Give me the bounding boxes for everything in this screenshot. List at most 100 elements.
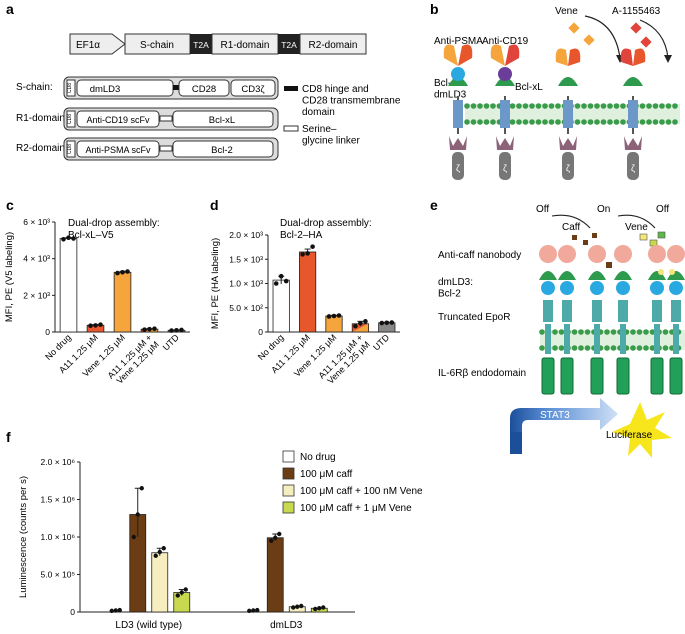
x-tick-label: UTD bbox=[371, 332, 392, 353]
y-tick-label: 1.0 × 10³ bbox=[229, 279, 263, 289]
data-point bbox=[183, 587, 188, 592]
panel-letter-e: e bbox=[430, 197, 438, 213]
s-chain-block-label: S-chain bbox=[140, 40, 174, 51]
data-point bbox=[153, 553, 158, 558]
data-point bbox=[174, 327, 179, 333]
y-tick-label: 1.5 × 10³ bbox=[229, 254, 263, 264]
vene-label-b: Vene bbox=[555, 6, 578, 17]
data-point bbox=[299, 603, 304, 609]
data-point bbox=[125, 269, 130, 274]
y-tick-label: 5.0 × 10² bbox=[229, 303, 263, 313]
data-point bbox=[273, 281, 279, 286]
data-point bbox=[251, 608, 256, 613]
panel-a-construct-diagram: EF1α S-chain T2A R1-domain T2A R2-domain… bbox=[16, 33, 401, 161]
data-point bbox=[139, 486, 144, 491]
data-point bbox=[353, 323, 358, 329]
data-point bbox=[291, 605, 296, 610]
panel-letter-b: b bbox=[430, 1, 439, 17]
r2-block-label: R2-domain bbox=[309, 40, 358, 51]
chart-title: Dual-drop assembly: bbox=[68, 218, 160, 229]
x-tick-label: dmLD3 bbox=[270, 620, 303, 631]
legend-linker-swatch bbox=[283, 125, 299, 132]
r2-block bbox=[299, 33, 367, 55]
data-point bbox=[389, 320, 395, 325]
y-tick-label: 2.0 × 10⁶ bbox=[41, 457, 75, 467]
data-point bbox=[98, 322, 103, 327]
a1155463-label: A-1155463 bbox=[612, 6, 661, 17]
y-tick-label: 4 × 10³ bbox=[23, 254, 50, 264]
luciferase-label: Luciferase bbox=[606, 430, 653, 441]
membrane-e bbox=[540, 330, 685, 350]
legend-label: 100 μM caff + 100 nM Vene bbox=[300, 486, 423, 497]
data-point bbox=[147, 326, 152, 332]
state-on: On bbox=[597, 204, 610, 215]
data-point bbox=[363, 319, 368, 324]
legend-linker-text: Serine–glycine linker bbox=[302, 124, 360, 147]
chart-title: Dual-drop assembly: bbox=[280, 218, 372, 229]
y-tick-label: 2.0 × 10³ bbox=[229, 230, 263, 240]
bar bbox=[352, 323, 369, 332]
data-point bbox=[179, 590, 184, 595]
r2-row-label: R2-domain: bbox=[16, 143, 68, 154]
bclxl-label: Bcl-xL bbox=[515, 82, 543, 93]
s-chain-dmld3-label: dmLD3 bbox=[90, 84, 121, 95]
bar bbox=[299, 251, 317, 333]
y-tick-label: 0 bbox=[45, 327, 50, 337]
y-tick-label: 0 bbox=[258, 327, 263, 337]
r2-bcl-label: Bcl-2 bbox=[211, 145, 233, 156]
r1-row-label: R1-domain: bbox=[16, 113, 68, 124]
data-point bbox=[379, 320, 385, 326]
promoter-label: EF1α bbox=[76, 40, 100, 51]
r1-bcl-label: Bcl-xL bbox=[209, 115, 235, 126]
bar bbox=[113, 271, 132, 333]
data-point bbox=[93, 323, 98, 328]
data-point bbox=[269, 538, 274, 543]
legend-swatch bbox=[282, 501, 295, 514]
data-point bbox=[142, 327, 147, 332]
data-point bbox=[109, 608, 114, 614]
data-point bbox=[179, 327, 184, 333]
legend-label: 100 μM caff + 1 μM Vene bbox=[300, 503, 412, 514]
data-point bbox=[310, 244, 315, 249]
y-axis-label: MFI, PE (V5 labeling) bbox=[4, 232, 15, 322]
s-chain-cd28-label: CD28 bbox=[192, 84, 216, 95]
legend-hinge-swatch bbox=[284, 86, 298, 91]
data-point bbox=[278, 273, 284, 279]
y-tick-label: 2 × 10³ bbox=[23, 290, 50, 300]
s-chain-cd3z-label: CD3ζ bbox=[241, 84, 265, 95]
zeta-label: ζ bbox=[456, 163, 460, 173]
legend-label: 100 μM caff bbox=[300, 469, 352, 480]
y-axis-label: MFI, PE (HA labeling) bbox=[210, 238, 221, 329]
x-tick-label: UTD bbox=[161, 332, 182, 353]
data-point bbox=[117, 607, 122, 613]
bar bbox=[272, 279, 290, 333]
state-off-2: Off bbox=[656, 204, 669, 215]
data-point bbox=[157, 549, 162, 555]
dmld3-bcl2-label: dmLD3:Bcl-2 bbox=[438, 277, 473, 300]
data-point bbox=[336, 313, 342, 318]
data-point bbox=[247, 608, 252, 614]
r2-scfv-label: Anti-PSMA scFv bbox=[85, 145, 151, 155]
chart-d-bcl-2-ha: 0 5.0 × 10² 1.0 × 10³ 1.5 × 10³ 2.0 × 10³ MFI… bbox=[210, 218, 400, 386]
data-point bbox=[384, 320, 390, 326]
bar bbox=[266, 537, 284, 613]
luciferase-star bbox=[612, 402, 672, 458]
s-chain-row-label: S-chain: bbox=[16, 82, 53, 93]
data-point bbox=[113, 608, 118, 613]
t2a-label-2: T2A bbox=[281, 40, 297, 50]
panel-b-cartoon: Anti-PSMA Anti-CD19 Vene A-1155463 Bcl-2… bbox=[434, 6, 680, 180]
bcl2-dmld3-label: Bcl-2:dmLD3 bbox=[434, 78, 467, 101]
data-point bbox=[283, 278, 289, 284]
data-point bbox=[161, 546, 166, 551]
t2a-block-1 bbox=[190, 34, 212, 54]
nanobody-label: Anti-caff nanobody bbox=[438, 250, 521, 261]
y-axis-label: Luminescence (counts per s) bbox=[18, 476, 29, 598]
legend-swatch bbox=[282, 450, 295, 463]
s-chain-cd8-label: CD8 bbox=[67, 83, 73, 93]
panel-e-cartoon: Off On Off Caff Vene Anti-caff nanobody … bbox=[438, 204, 685, 458]
t2a-label-1: T2A bbox=[193, 40, 209, 50]
data-point bbox=[175, 593, 180, 598]
t2a-block-2 bbox=[278, 34, 300, 54]
